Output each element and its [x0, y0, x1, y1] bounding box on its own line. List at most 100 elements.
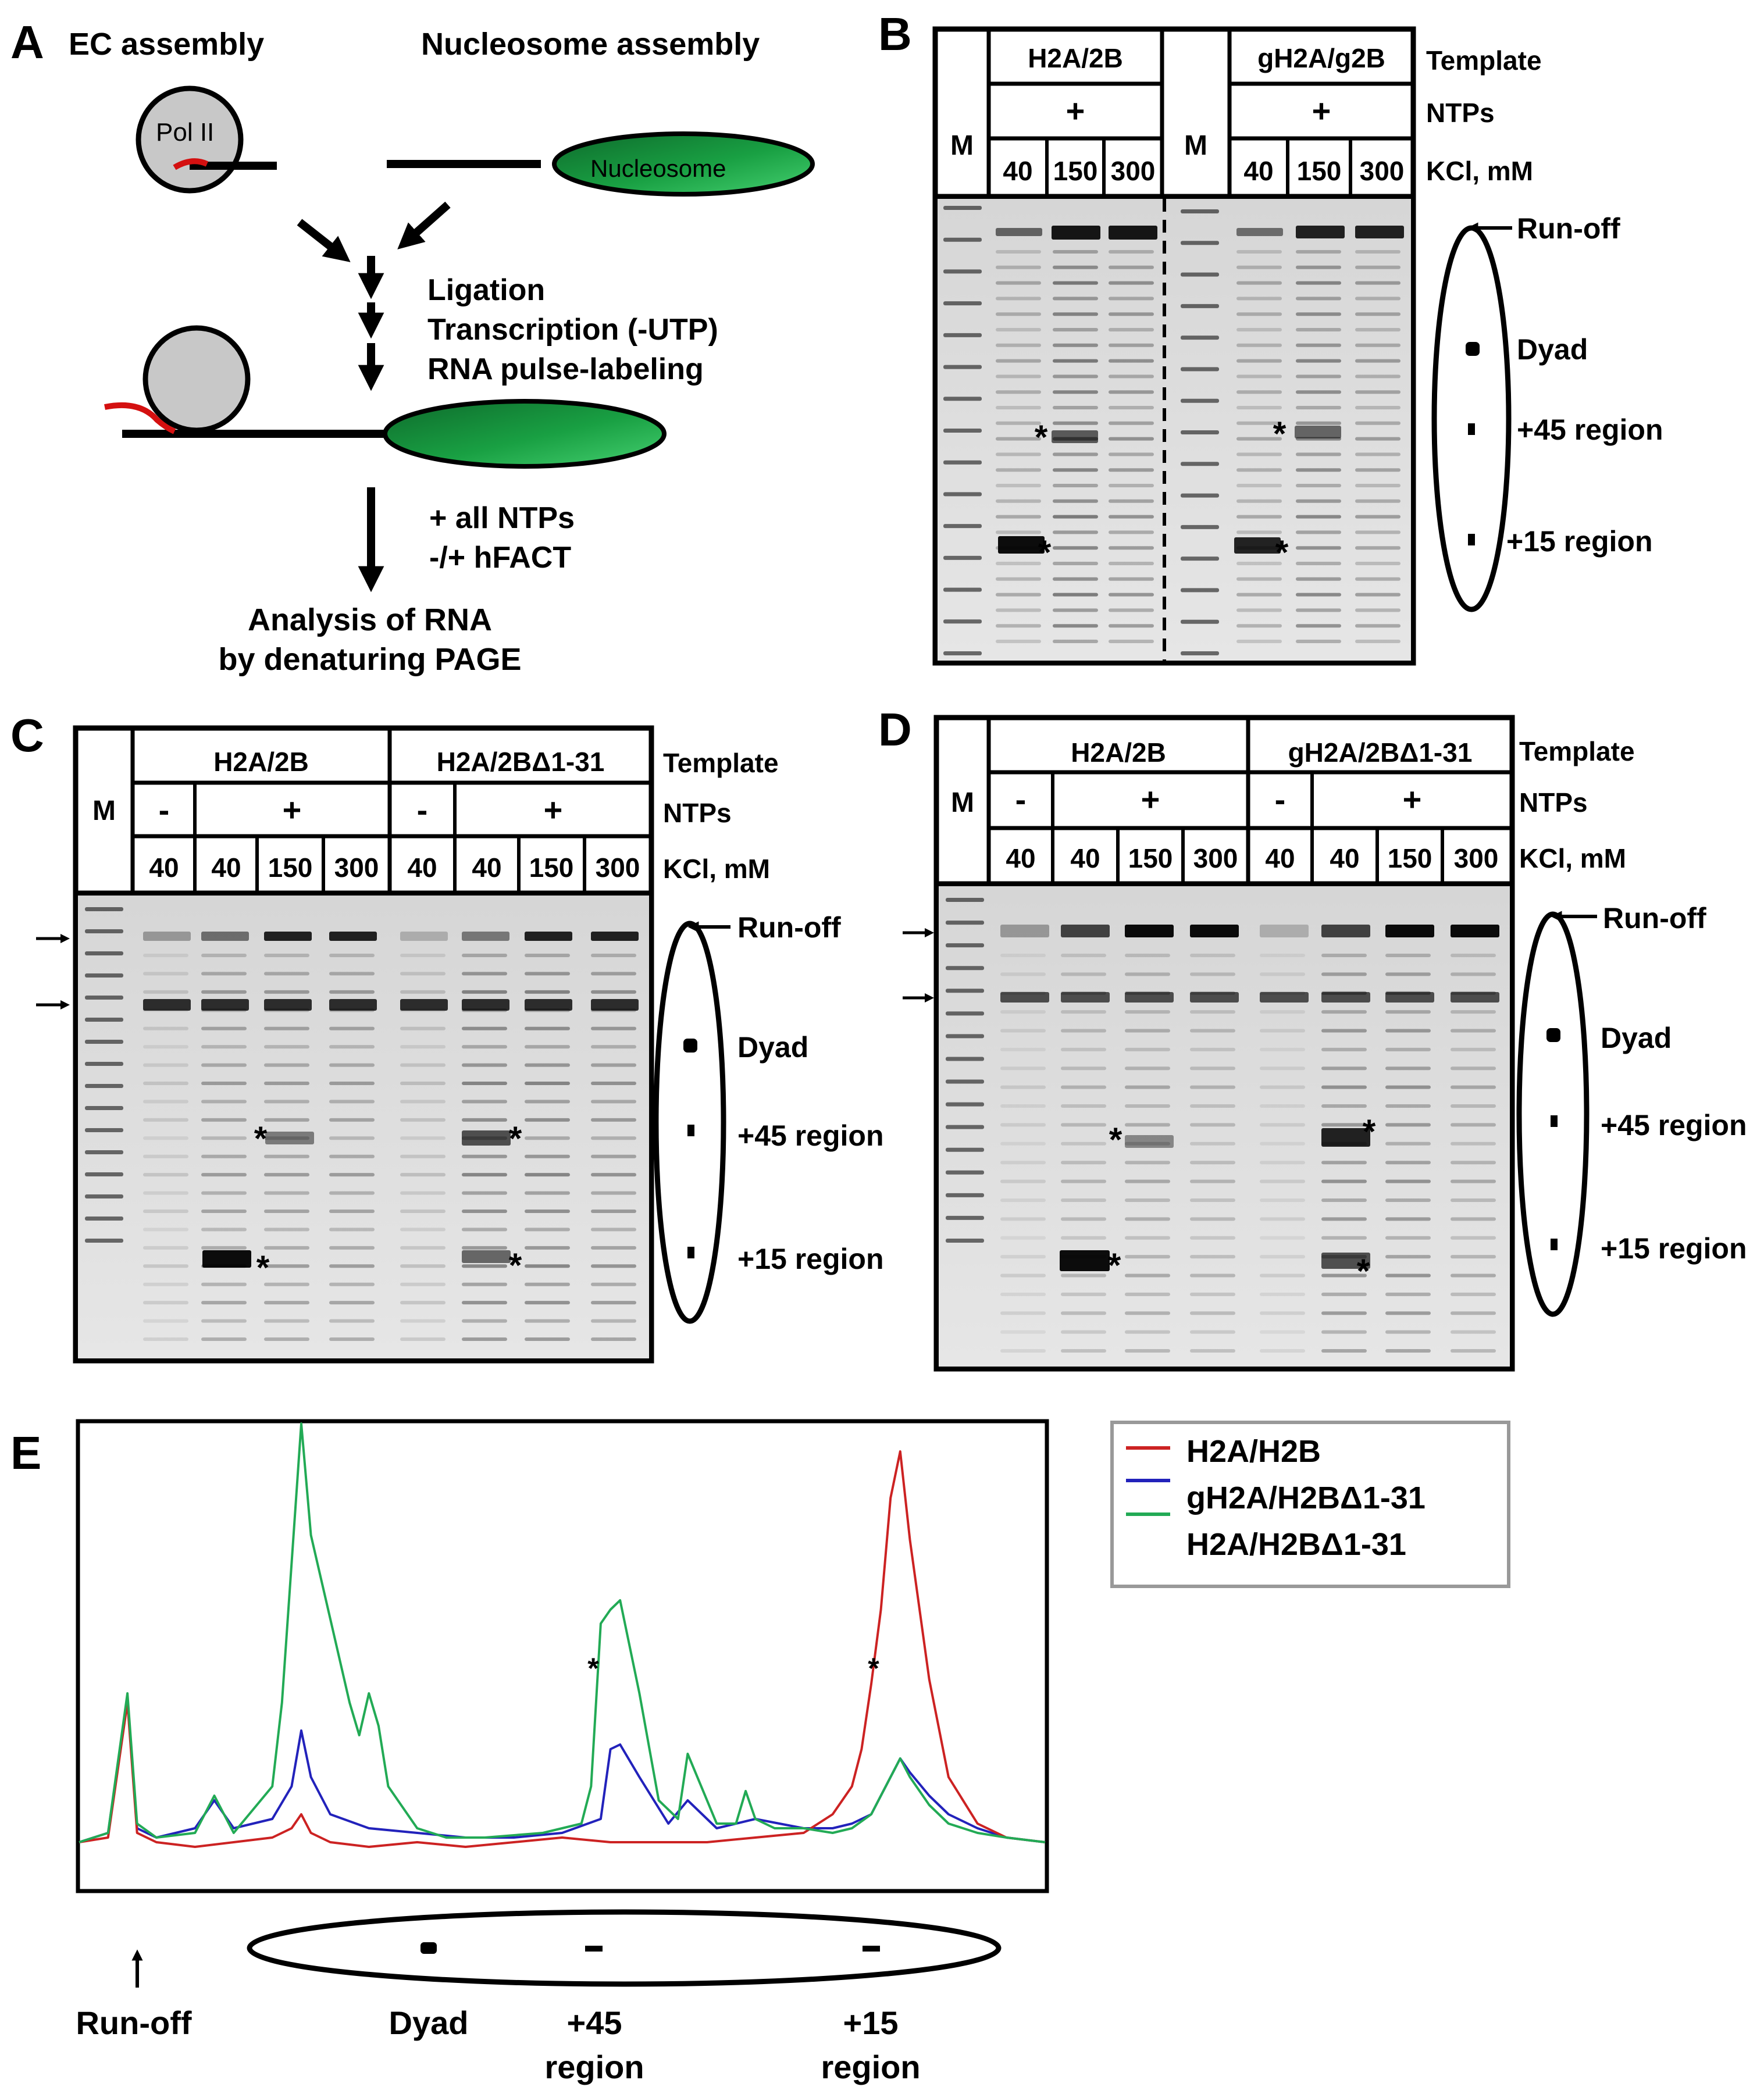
gel-b-runoff-band: [1355, 226, 1404, 238]
c-45-mark: [687, 1125, 694, 1136]
series-line-0: [79, 1450, 1046, 1848]
gel-b-lane1-band: [1053, 624, 1098, 628]
c-kcl-40-b: 40: [211, 852, 241, 883]
gel-b-lane1-band: [1053, 250, 1098, 254]
gel-d-pause-band: [1190, 992, 1239, 1003]
gel-b-lane2-band: [1109, 608, 1154, 612]
gel-d-lane1-band: [1061, 1123, 1106, 1127]
gel-b-lane0-band: [996, 374, 1041, 379]
gel-d-lane2-band: [1125, 1047, 1170, 1051]
gel-b-lane5-band: [1355, 484, 1400, 487]
gel-c-lane7-band: [591, 990, 636, 994]
gel-d-lane5-band: [1321, 1330, 1367, 1334]
gel-d-lane6-band: [1385, 1161, 1431, 1165]
gel-b-lane1-band: [1053, 546, 1098, 550]
gel-b2-marker-band: [1181, 525, 1219, 529]
b-ntps-plus-2: +: [1312, 92, 1331, 129]
gel-d-lane2-band: [1125, 1161, 1170, 1165]
gel-b-lane0-band: [996, 406, 1041, 409]
gel-d-lane2-band: [1125, 1179, 1170, 1183]
c-template-2: H2A/2BΔ1-31: [437, 747, 605, 777]
e-runoff-label: Run-off: [76, 2004, 191, 2041]
gel-d-lane4-band: [1260, 1349, 1305, 1353]
panel-a-letter: A: [10, 16, 44, 68]
gel-d-lane4-band: [1260, 1161, 1305, 1165]
gel-c-lane2-band: [264, 1282, 309, 1286]
d-ntps-minus-1: -: [1015, 781, 1027, 818]
gel-d-marker-band: [946, 1239, 984, 1243]
c-kcl-300-b: 300: [596, 852, 640, 883]
gel-b-lane2-band: [1109, 437, 1154, 441]
gel-c-pause-band: [201, 999, 249, 1011]
c-star-15-2: *: [509, 1247, 522, 1285]
gel-d-lane7-band: [1451, 1010, 1496, 1014]
gel-d-lane0-band: [1000, 1273, 1046, 1278]
gel-d-lane3-band: [1190, 1179, 1235, 1183]
gel-d-lane1-band: [1061, 1029, 1106, 1033]
gel-b-lane4-band: [1296, 281, 1341, 285]
c-45-label: +45 region: [737, 1119, 884, 1152]
gel-d-lane4-band: [1260, 1029, 1305, 1033]
gel-b-lane5-band: [1355, 546, 1400, 550]
c-kcl-row-label: KCl, mM: [663, 854, 770, 884]
b-ntps-row-label: NTPs: [1426, 98, 1495, 128]
gel-b-lane5-band: [1355, 421, 1400, 425]
gel-d-pause-band: [1321, 992, 1370, 1003]
gel-b-lane2-band: [1109, 297, 1154, 301]
gel-c-lane6-band: [525, 972, 570, 976]
gel-d-lane5-band: [1321, 972, 1367, 976]
gel-c-lane5-band: [462, 954, 507, 957]
gel-d-lane5-band: [1321, 1029, 1367, 1033]
c-template-row-label: Template: [663, 748, 779, 778]
gel-b2-marker-band: [1181, 241, 1219, 245]
gel-c-lane5-band: [462, 990, 507, 994]
gel-b-lane5-band: [1355, 359, 1400, 363]
gel-c-lane2-band: [264, 1301, 309, 1305]
gel-d-15-band: [1060, 1250, 1110, 1271]
b-15-mark: [1468, 534, 1475, 545]
gel-d-lane0-band: [1000, 1179, 1046, 1183]
gel-c-lane5-band: [462, 1191, 507, 1195]
gel-b-lane0-band: [996, 421, 1041, 425]
gel-c-lane3-band: [329, 1026, 375, 1030]
gel-b-lane2-band: [1109, 468, 1154, 472]
gel-d-lane4-band: [1260, 1141, 1305, 1146]
gel-d-lane7-band: [1451, 1047, 1496, 1051]
gel-c-lane3-band: [329, 972, 375, 976]
panel-d: D H2A/2B gH2A/2BΔ1-31 M - + - + 40 40 15…: [878, 704, 1747, 1372]
gel-b-lane4-band: [1296, 250, 1341, 254]
gel-d-lane3-band: [1190, 1029, 1235, 1033]
gel-d-lane1-band: [1061, 1066, 1106, 1071]
gel-d-lane5-band: [1321, 1273, 1367, 1278]
gel-b2-marker-band: [1181, 430, 1219, 434]
d-ntps-plus-2: +: [1403, 781, 1422, 818]
gel-c-lane1-band: [201, 1154, 247, 1158]
gel-c-marker-band: [85, 1106, 123, 1110]
gel-d-45-band: [1321, 1128, 1370, 1147]
gel-d-runoff-band: [1125, 925, 1174, 937]
gel-b-lane4-band: [1296, 390, 1341, 394]
gel-b-lane5-band: [1355, 577, 1400, 581]
gel-d-lane2-band: [1125, 1292, 1170, 1296]
gel-d-lane1-band: [1061, 1217, 1106, 1221]
gel-d-lane7-band: [1451, 1085, 1496, 1089]
plot-lines: [79, 1422, 1046, 1848]
gel-c-lane1-band: [201, 1246, 247, 1250]
b-45-label: +45 region: [1517, 413, 1663, 446]
gel-c-lane3-band: [329, 1173, 375, 1177]
gel-b-lane0-band: [996, 593, 1041, 597]
gel-d-lane2-band: [1125, 1311, 1170, 1315]
gel-d-lane7-band: [1451, 1161, 1496, 1165]
gel-b-lane4-band: [1296, 515, 1341, 519]
gel-b-lane3-band: [1236, 265, 1282, 269]
gel-d-lane0-band: [1000, 1330, 1046, 1334]
gel-c-marker-band: [85, 929, 123, 933]
gel-c-runoff-band: [201, 932, 249, 941]
gel-d-lane0-band: [1000, 1255, 1046, 1259]
gel-c-lane5-band: [462, 1173, 507, 1177]
gel-b-lane4-band: [1296, 562, 1341, 565]
d-kcl-150-a: 150: [1128, 843, 1173, 873]
gel-b-lane0-band: [996, 359, 1041, 363]
gel-b-lane4-band: [1296, 530, 1341, 534]
c-dyad-label: Dyad: [737, 1031, 808, 1064]
